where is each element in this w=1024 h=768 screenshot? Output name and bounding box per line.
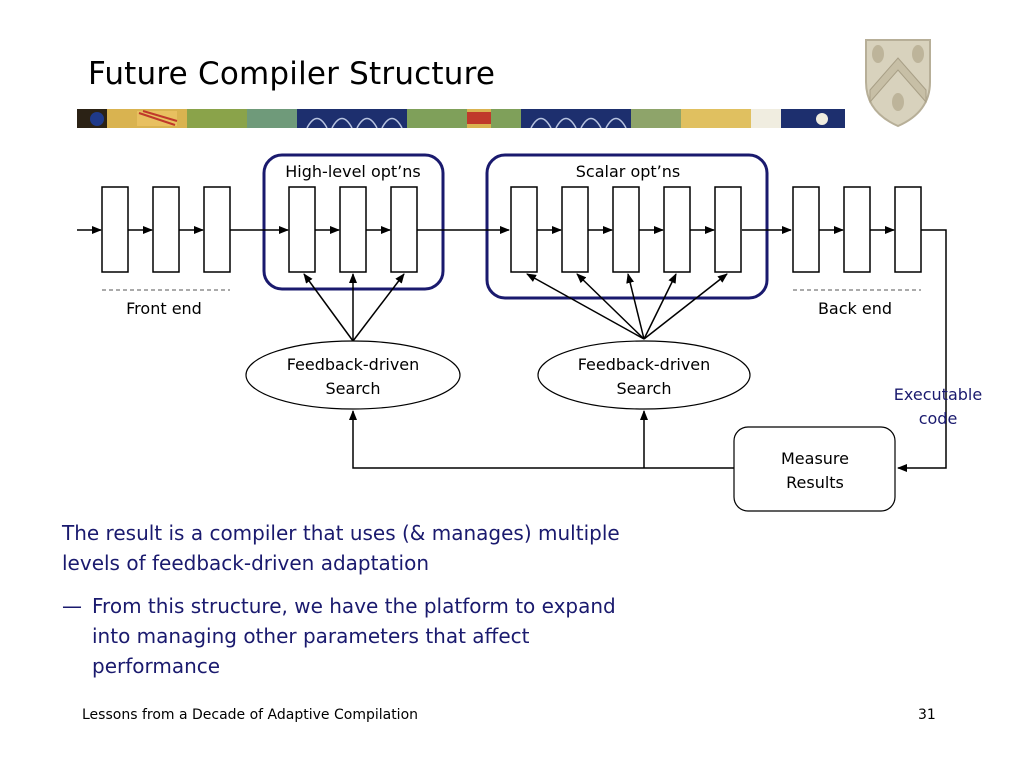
- high-level-passes: [288, 186, 418, 273]
- footer-title: Lessons from a Decade of Adaptive Compil…: [82, 707, 419, 723]
- back-end-pass-box: [843, 186, 871, 273]
- page-number: 31: [918, 707, 936, 723]
- scalar-pass-box: [510, 186, 538, 273]
- summary-paragraph: The result is a compiler that uses (& ma…: [62, 521, 620, 575]
- back-end-pass-box: [894, 186, 922, 273]
- front-end-label: Front end: [126, 299, 202, 318]
- high-level-opts-label: High-level opt’ns: [285, 162, 420, 181]
- scalar-opts-group: [485, 153, 769, 300]
- bullet-text: From this structure, we have the platfor…: [92, 594, 616, 678]
- search-node-line2: Search: [326, 379, 381, 398]
- search-node-line1: Feedback-driven: [578, 355, 711, 374]
- scalar-pass-box: [612, 186, 640, 273]
- measure-results-line1: Measure: [781, 449, 849, 468]
- scalar-pass-box: [561, 186, 589, 273]
- front-end-pass-box: [101, 186, 129, 273]
- bullet-dash: —: [62, 594, 82, 618]
- slide-title: Future Compiler Structure: [88, 56, 496, 92]
- search-node-line2: Search: [617, 379, 672, 398]
- measure-results-node: Measure Results: [733, 426, 896, 512]
- front-end-pass-box: [152, 186, 180, 273]
- search-node-high-level: Feedback-driven Search: [245, 340, 461, 410]
- back-end-passes: [792, 186, 922, 273]
- executable-code-label-line2: code: [919, 409, 958, 428]
- university-crest-logo: [865, 39, 931, 128]
- back-end-label: Back end: [818, 299, 892, 318]
- measure-results-line2: Results: [786, 473, 844, 492]
- executable-code-label-line1: Executable: [894, 385, 982, 404]
- search-node-line1: Feedback-driven: [287, 355, 420, 374]
- high-level-pass-box: [288, 186, 316, 273]
- decorative-banner: [77, 109, 845, 128]
- front-end-pass-box: [203, 186, 231, 273]
- scalar-pass-box: [663, 186, 691, 273]
- high-level-pass-box: [339, 186, 367, 273]
- scalar-passes: [510, 186, 742, 273]
- scalar-opts-label: Scalar opt’ns: [576, 162, 680, 181]
- back-end-pass-box: [792, 186, 820, 273]
- search-node-scalar: Feedback-driven Search: [537, 340, 751, 410]
- scalar-pass-box: [714, 186, 742, 273]
- front-end-passes: [101, 186, 231, 273]
- high-level-pass-box: [390, 186, 418, 273]
